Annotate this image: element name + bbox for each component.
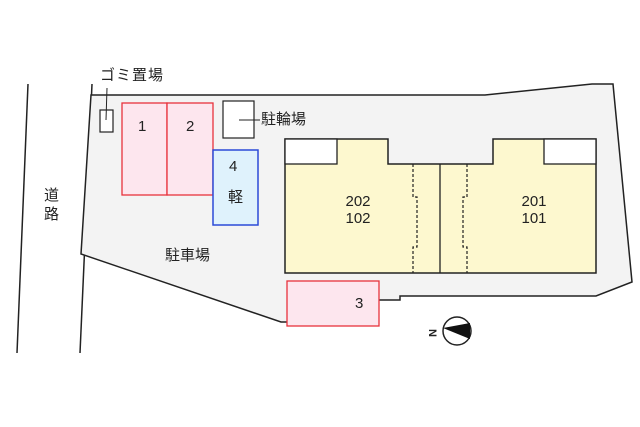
- stair-line-right: [462, 164, 468, 273]
- road-label-line2: 路: [44, 204, 60, 223]
- parking-space-4-label: 4: [229, 158, 238, 175]
- parking-space-3-label: 3: [355, 295, 364, 312]
- garbage-label: ゴミ置場: [100, 66, 165, 84]
- parking-space-1-label: 1: [138, 118, 147, 135]
- stair-line-left: [412, 164, 418, 273]
- road-label-line1: 道: [44, 186, 60, 204]
- unit-101: 101: [521, 209, 547, 227]
- parking-lot-label: 駐車場: [165, 246, 211, 264]
- bicycle-parking-label: 駐輪場: [261, 110, 307, 128]
- garbage-leader-line: [105, 87, 108, 121]
- unit-right: 201 101: [516, 193, 552, 227]
- svg-text:N: N: [426, 329, 438, 337]
- balcony-left: [284, 138, 338, 165]
- unit-202: 202: [345, 193, 371, 210]
- unit-201: 201: [521, 193, 547, 210]
- unit-102: 102: [345, 209, 371, 227]
- parking-space-3: [286, 280, 380, 327]
- kei-car-label: 軽: [228, 188, 244, 206]
- parking-space-4: [212, 149, 259, 226]
- road-edge-left: [16, 83, 29, 354]
- unit-left: 202 102: [340, 193, 376, 227]
- parking-space-2: [166, 102, 214, 196]
- balcony-right: [543, 138, 597, 165]
- road-label: 道 路: [44, 186, 59, 224]
- north-arrow-icon: N: [426, 316, 472, 346]
- parking-space-1: [121, 102, 168, 196]
- parking-space-2-label: 2: [186, 118, 195, 135]
